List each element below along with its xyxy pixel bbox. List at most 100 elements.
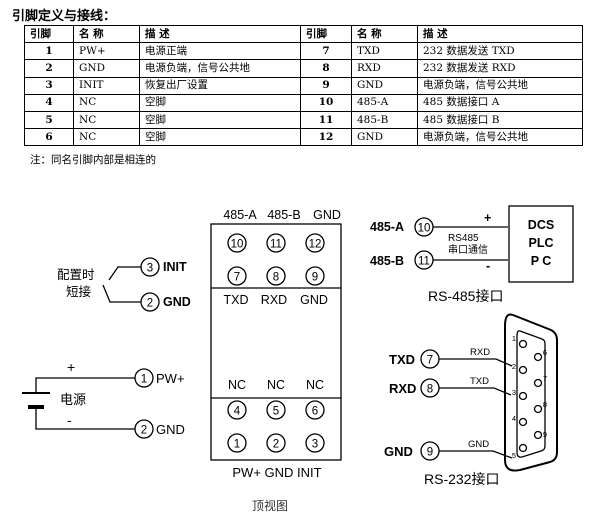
pin-number: 4: [234, 406, 241, 418]
pin-number: 2: [273, 439, 279, 451]
db9-pin-number: 1: [512, 334, 516, 343]
diagram-caption: 顶视图: [252, 498, 288, 513]
db9-pin-number: 6: [543, 348, 547, 357]
cell-desc: 电源负端，信号公共地: [417, 76, 583, 95]
cell-pin: 12: [300, 128, 352, 147]
cell-pin: 6: [24, 128, 74, 147]
switch-wire: [108, 266, 141, 281]
cell-desc: 232 数据发送 TXD: [417, 42, 583, 61]
reset-label: 配置时: [57, 268, 95, 282]
db9-pin-hole: [518, 417, 528, 427]
top-label: 485-A: [223, 208, 257, 222]
pin-number: 2: [141, 425, 147, 437]
switch-wire: [102, 284, 141, 303]
power-pin-name: PW+: [156, 371, 185, 386]
db9-pin-hole: [518, 339, 528, 349]
rs485-bus-label: RS485: [448, 233, 479, 244]
bottom-label: PW+ GND INIT: [232, 465, 321, 480]
table-header-row: 引脚 名 称 描 述 引脚 名 称 描 述: [24, 24, 583, 44]
pin-number: 5: [273, 406, 279, 418]
pin-number: 9: [312, 272, 318, 284]
terminal-3: [305, 433, 325, 453]
rs232-pin-name: GND: [384, 444, 413, 459]
db9-pin-number: 9: [543, 430, 547, 439]
terminal-11: [266, 233, 286, 253]
db9-pin-hole: [518, 365, 528, 375]
rs232-wire-label: TXD: [470, 376, 489, 387]
cell-desc: 空脚: [139, 128, 301, 147]
cell-name: NC: [73, 128, 140, 147]
header-desc: 描 述: [417, 24, 583, 44]
pin-number: 1: [234, 439, 240, 451]
mid-label: TXD: [224, 293, 249, 307]
header-name: 名 称: [73, 24, 140, 44]
section-title: 引脚定义与接线：: [12, 9, 117, 24]
lower-label: NC: [228, 378, 246, 392]
top-label: GND: [313, 208, 341, 222]
db9-pin-hole: [533, 404, 543, 414]
pin-number: 1: [141, 374, 147, 386]
db9-inner-shell: [516, 330, 546, 458]
cell-name: 485-B: [351, 110, 418, 130]
table-note: 注：同名引脚内部是相连的: [30, 154, 156, 166]
pin-number: 10: [231, 239, 244, 251]
rs232-wire-gnd: [439, 450, 513, 459]
lower-label: NC: [267, 378, 285, 392]
power-label: 电源: [60, 392, 86, 407]
pin-number: 3: [312, 439, 318, 451]
rs485-plus-sign: +: [484, 211, 491, 225]
pin-number: 3: [147, 263, 153, 275]
rs232-wire-txd: [439, 358, 513, 367]
reset-pin-name: INIT: [163, 260, 187, 274]
pin-number: 2: [147, 298, 153, 310]
power-plus-sign: +: [67, 359, 75, 375]
cell-desc: 485 数据接口 B: [417, 110, 583, 130]
db9-pin-number: 3: [512, 388, 516, 397]
cell-name: GND: [351, 76, 418, 95]
db9-pin-hole: [533, 378, 543, 388]
power-minus-sign: -: [67, 412, 72, 428]
rs232-pin-name: TXD: [389, 352, 415, 367]
db9-pin-hole: [533, 430, 543, 440]
rs232-pin-name: RXD: [389, 381, 416, 396]
db9-pin-number: 5: [512, 451, 516, 460]
rs232-wire-label: RXD: [470, 347, 490, 358]
rs232-wire-rxd: [439, 387, 512, 396]
rs485-pin-name: 485-B: [370, 254, 404, 268]
dcs-plc-pc-box: [508, 205, 574, 283]
rs485-caption: RS-485接口: [428, 288, 503, 304]
reset-pin-name: GND: [163, 295, 191, 309]
pin-number: 6: [312, 406, 318, 418]
terminal-12: [305, 233, 325, 253]
rs232-caption: RS-232接口: [424, 471, 499, 487]
cell-desc: 232 数据发送 RXD: [417, 59, 583, 78]
power-pin-name: GND: [156, 422, 185, 437]
db9-pin-number: 7: [543, 374, 547, 383]
cell-desc: 电源正端: [139, 42, 301, 61]
pin-number: 11: [418, 256, 430, 268]
box-label: DCS: [528, 218, 554, 232]
mid-label: GND: [300, 293, 328, 307]
mid-label: RXD: [261, 293, 287, 307]
cell-name: GND: [351, 128, 418, 147]
box-label: P C: [531, 254, 552, 268]
db9-pin-number: 2: [512, 362, 516, 371]
terminal-2: [266, 433, 286, 453]
terminal-5: [266, 400, 286, 420]
db9-pin-hole: [518, 391, 528, 401]
db9-pin-hole: [533, 352, 543, 362]
terminal-4: [227, 400, 247, 420]
db9-pin-number: 8: [543, 400, 547, 409]
terminal-7: [227, 266, 247, 286]
terminal-9: [305, 266, 325, 286]
lower-label: NC: [306, 378, 324, 392]
rs485-pin-name: 485-A: [370, 220, 404, 234]
pin-number: 7: [427, 355, 433, 367]
rs232-wire-label: GND: [468, 439, 489, 450]
